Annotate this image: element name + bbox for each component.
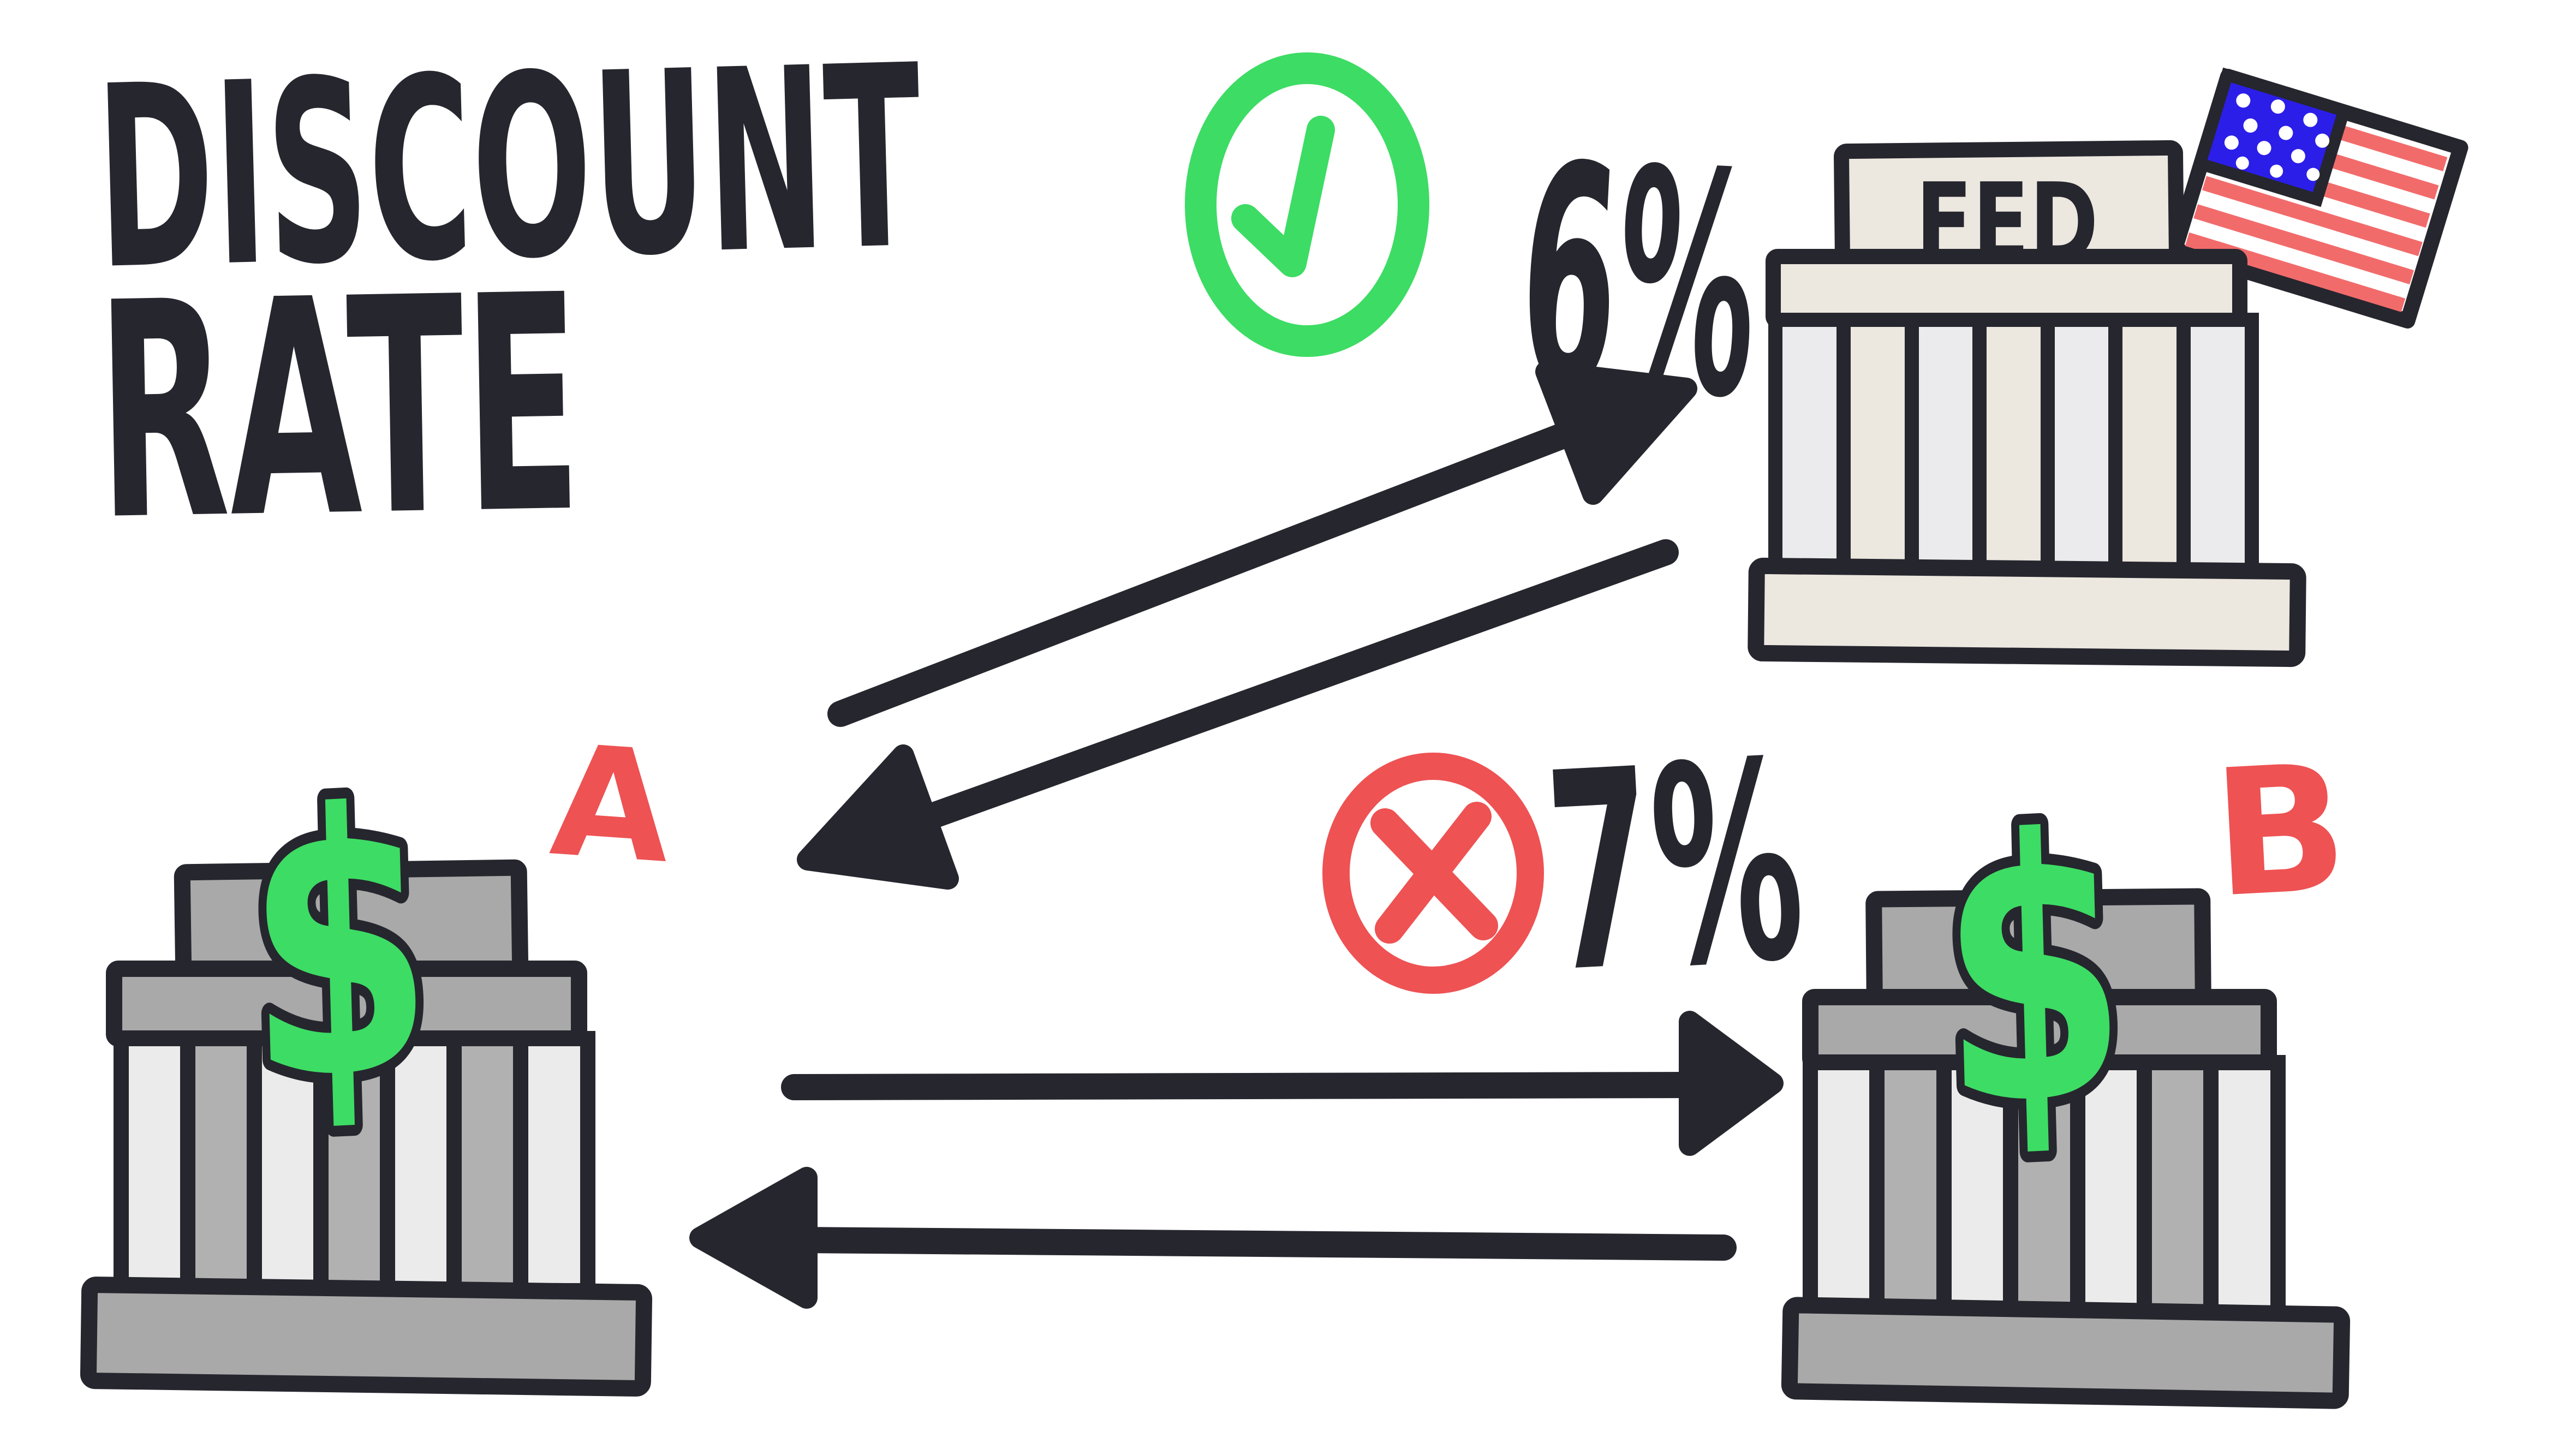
bank-a-columns [114,1031,595,1298]
arrow-fed-to-bank-a [797,539,1679,890]
check-icon [1185,52,1429,357]
arrowhead-right [1679,1011,1784,1156]
column [1836,313,1919,588]
column [1768,313,1851,588]
page-title: DISCOUNT RATE [93,12,926,586]
arrowhead-left [689,1167,818,1309]
title-line-1: DISCOUNT [93,12,926,325]
column [2137,1055,2219,1321]
column [1869,1055,1952,1321]
bank-b-base [1781,1297,2351,1409]
column [2041,313,2122,588]
bank-b-label: B [2209,727,2352,937]
arrow-bank-b-to-bank-a [689,1167,1737,1309]
fed-entablature [1766,249,2247,329]
bank-a-dollar-icon: $ [241,734,437,1162]
x-icon [1322,753,1544,994]
arrowhead-up-right [1535,361,1697,505]
bank-a-label: A [546,712,677,898]
bank-b-dollar-icon: $ [1935,760,2131,1188]
arrow-bank-a-to-bank-b [781,1011,1784,1156]
column [446,1031,529,1298]
fed-base [1748,557,2306,667]
discount-window-rate: 6% [1512,99,1766,467]
column [513,1031,595,1298]
interbank-rate: 7% [1540,702,1810,1033]
column [1905,313,1987,588]
column [1803,1055,1885,1321]
column [2177,313,2259,588]
column [1972,313,2055,588]
arrow-bank-a-to-fed [827,361,1697,727]
bank-a-base [80,1277,653,1397]
fed-columns [1768,313,2259,588]
fed-building: FED [1748,67,2468,667]
arrowhead-down-left [797,744,959,890]
column [180,1031,263,1298]
title-line-2: RATE [94,231,583,586]
column [2203,1055,2286,1321]
flag-stars [2224,93,2330,181]
column [2108,313,2191,588]
flag-canton [2192,67,2352,207]
column [114,1031,196,1298]
bank-a-building: $ A [80,712,677,1397]
bank-b-building: $ B [1781,727,2352,1409]
